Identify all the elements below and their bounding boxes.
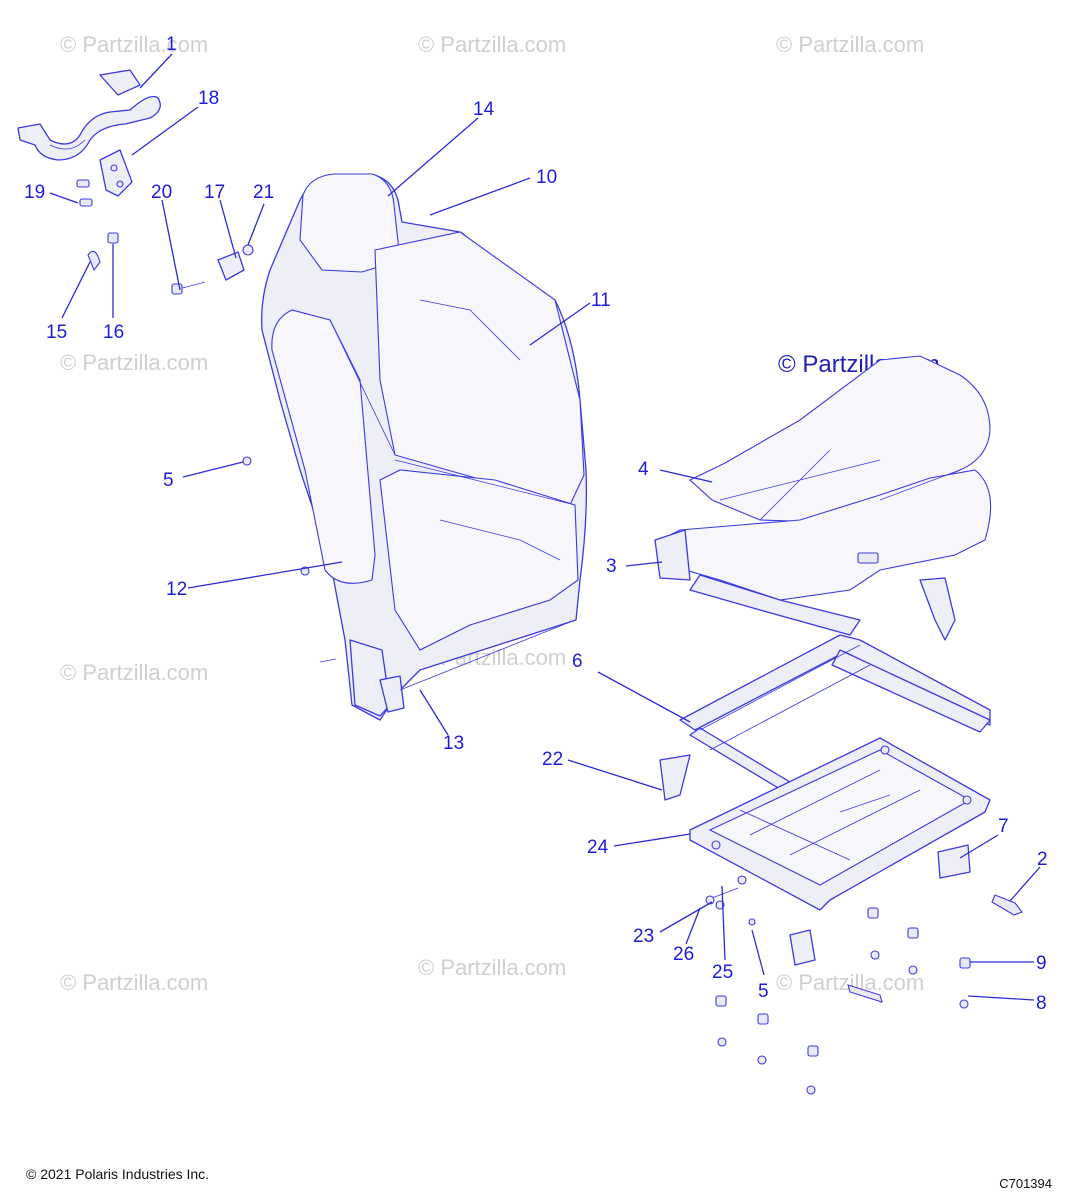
callout-26: 6: [572, 651, 583, 672]
callout-6: 7: [998, 816, 1009, 837]
callout-17: 18: [198, 88, 219, 109]
callout-19: 20: [151, 182, 172, 203]
watermark: © Partzilla.com: [418, 955, 566, 980]
callout-12: 13: [443, 733, 464, 754]
callout-5-base: 5: [758, 981, 769, 1002]
hinge-bracket-part: [99, 149, 133, 197]
callout-20: 21: [253, 182, 274, 203]
callout-11: 12: [166, 579, 187, 600]
callout-22: 23: [633, 926, 654, 947]
watermark: © Partzilla.com: [60, 350, 208, 375]
leader-lines: [49, 53, 1041, 1001]
callout-5-back: 5: [163, 470, 174, 491]
seat-back-assembly: [242, 173, 588, 721]
watermark: © Partzilla.com: [60, 970, 208, 995]
callout-8: 9: [1036, 953, 1047, 974]
callout-15: 16: [103, 322, 124, 343]
callout-1: 1: [166, 34, 177, 55]
callout-23: 24: [587, 837, 609, 858]
callout-2: 2: [1037, 849, 1048, 870]
seat-bottom-assembly: [654, 355, 992, 636]
lower-hardware-group: [705, 844, 1023, 1095]
callout-4: 4: [638, 459, 649, 480]
callout-16: 17: [204, 182, 225, 203]
callout-9: 10: [536, 167, 557, 188]
base-tray-part: [689, 737, 991, 911]
callout-3: 3: [606, 556, 617, 577]
callout-18: 19: [24, 182, 45, 203]
callout-7: 8: [1036, 993, 1047, 1014]
copyright-notice: © 2021 Polaris Industries Inc.: [26, 1166, 210, 1182]
callout-labels: 1 2 3 4 5 5 7 8 9 10 11 12 13 14 15 16 1…: [24, 34, 1048, 1014]
callout-10: 11: [591, 290, 611, 311]
callout-21: 22: [542, 749, 563, 770]
drawing-number: C701394: [999, 1176, 1052, 1191]
watermark: © Partzilla.com: [776, 32, 924, 57]
callout-14: 15: [46, 322, 67, 343]
callout-24: 25: [712, 962, 733, 983]
callout-13: 14: [473, 99, 495, 120]
small-fasteners-group: [76, 179, 254, 295]
grab-bar-part: [17, 69, 161, 161]
watermark: © Partzilla.com: [60, 32, 208, 57]
watermark: © Partzilla.com: [418, 32, 566, 57]
callout-25: 26: [673, 944, 694, 965]
watermark: © Partzilla.com: [60, 660, 208, 685]
